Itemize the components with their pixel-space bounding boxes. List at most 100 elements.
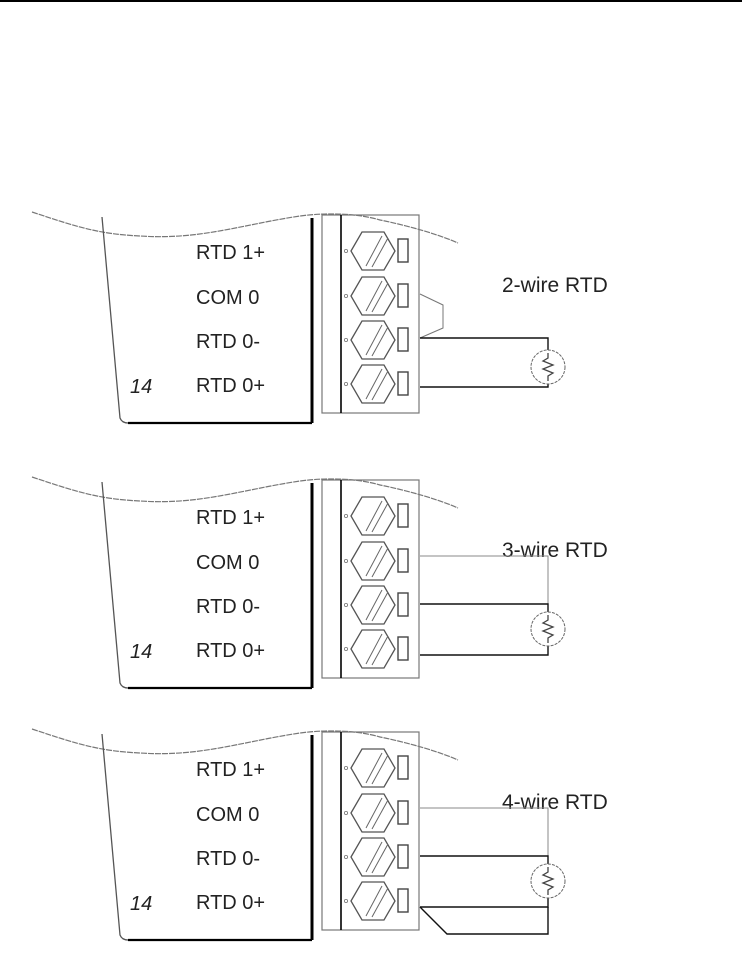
terminal-screw-icon xyxy=(350,793,396,833)
screw-slot xyxy=(371,282,389,313)
screw-slot xyxy=(365,885,383,917)
terminal-screw-icon xyxy=(350,541,396,581)
module-outline xyxy=(101,733,312,941)
screw-slot xyxy=(371,591,389,622)
screw-slot xyxy=(365,324,383,356)
resistor-zigzag-icon xyxy=(541,615,555,643)
terminal-screw-icon xyxy=(350,364,396,404)
terminal-block xyxy=(321,731,420,931)
wire-entry-slot xyxy=(397,371,409,396)
screw-slot xyxy=(371,237,389,268)
terminal-label-0: RTD 1+ xyxy=(196,507,265,529)
module-cutaway-curve xyxy=(31,211,459,244)
terminal-screw-icon xyxy=(350,629,396,669)
wire-entry-slot xyxy=(397,888,409,913)
terminal-label-3: RTD 0+ xyxy=(196,375,265,397)
resistor-zigzag-icon xyxy=(541,353,555,381)
panel-three-wire: RTD 1+ COM 0 RTD 0- RTD 0+ 14 3-wire RTD xyxy=(31,476,608,690)
terminal-screw-icon xyxy=(350,881,396,921)
screw-slot xyxy=(371,502,389,533)
screw-pin xyxy=(343,381,348,386)
terminal-screw-icon xyxy=(350,320,396,360)
wire-com xyxy=(420,555,549,604)
wire-rtd-neg xyxy=(420,855,549,864)
terminal-label-2: RTD 0- xyxy=(196,848,260,870)
wire-rtd-pos-sense xyxy=(419,906,549,935)
terminal-label-0: RTD 1+ xyxy=(196,242,265,264)
screw-pin xyxy=(343,810,348,815)
page-top-rule xyxy=(0,0,742,2)
screw-slot xyxy=(365,368,383,400)
screw-pin xyxy=(343,854,348,859)
wire-entry-slot xyxy=(397,548,409,573)
pin-number: 14 xyxy=(130,641,152,663)
screw-slot xyxy=(371,370,389,401)
screw-pin xyxy=(343,558,348,563)
wire-entry-slot xyxy=(397,636,409,661)
wire-rtd-neg xyxy=(420,337,549,350)
terminal-block xyxy=(321,214,420,414)
screw-slot xyxy=(371,326,389,357)
wire-rtd-pos xyxy=(420,646,549,656)
module-cutaway-curve xyxy=(31,476,459,509)
wiring-title: 3-wire RTD xyxy=(502,539,608,562)
screw-pin xyxy=(343,602,348,607)
jumper-wire xyxy=(419,293,444,339)
terminal-block xyxy=(321,479,420,679)
wire-entry-slot xyxy=(397,327,409,352)
wire-entry-slot xyxy=(397,283,409,308)
wire-entry-slot xyxy=(397,800,409,825)
terminal-screw-icon xyxy=(350,496,396,536)
wire-rtd-pos xyxy=(420,384,549,388)
terminal-label-2: RTD 0- xyxy=(196,596,260,618)
pin-number: 14 xyxy=(130,893,152,915)
screw-pin xyxy=(343,898,348,903)
terminal-screw-icon xyxy=(350,837,396,877)
wiring-title: 2-wire RTD xyxy=(502,274,608,297)
module-outline xyxy=(101,216,312,424)
screw-slot xyxy=(365,841,383,873)
wire-rtd-neg xyxy=(420,603,549,612)
screw-slot xyxy=(365,589,383,621)
wire-com xyxy=(420,807,549,856)
terminal-label-3: RTD 0+ xyxy=(196,640,265,662)
screw-slot xyxy=(371,799,389,830)
screw-slot xyxy=(365,235,383,267)
screw-pin xyxy=(343,765,348,770)
screw-slot xyxy=(365,752,383,784)
screw-slot xyxy=(365,797,383,829)
module-outline xyxy=(101,481,312,689)
screw-pin xyxy=(343,646,348,651)
screw-slot xyxy=(371,887,389,918)
terminal-screw-icon xyxy=(350,231,396,271)
wire-entry-slot xyxy=(397,238,409,263)
terminal-label-3: RTD 0+ xyxy=(196,892,265,914)
resistor-zigzag-icon xyxy=(541,867,555,895)
module-cutaway-curve xyxy=(31,728,459,761)
screw-pin xyxy=(343,337,348,342)
wire-entry-slot xyxy=(397,592,409,617)
screw-slot xyxy=(371,547,389,578)
terminal-label-1: COM 0 xyxy=(196,804,259,826)
wire-entry-slot xyxy=(397,844,409,869)
screw-slot xyxy=(365,545,383,577)
wire-entry-slot xyxy=(397,755,409,780)
terminal-label-0: RTD 1+ xyxy=(196,759,265,781)
terminal-screw-icon xyxy=(350,748,396,788)
terminal-label-2: RTD 0- xyxy=(196,331,260,353)
wire-entry-slot xyxy=(397,503,409,528)
wire-rtd-pos xyxy=(420,898,549,908)
terminal-screw-icon xyxy=(350,585,396,625)
terminal-label-1: COM 0 xyxy=(196,552,259,574)
panel-two-wire: RTD 1+ COM 0 RTD 0- RTD 0+ 14 2-wire RTD xyxy=(31,211,608,425)
screw-pin xyxy=(343,513,348,518)
screw-slot xyxy=(365,500,383,532)
screw-pin xyxy=(343,293,348,298)
terminal-label-1: COM 0 xyxy=(196,287,259,309)
screw-slot xyxy=(371,754,389,785)
screw-slot xyxy=(365,280,383,312)
pin-number: 14 xyxy=(130,376,152,398)
screw-pin xyxy=(343,248,348,253)
